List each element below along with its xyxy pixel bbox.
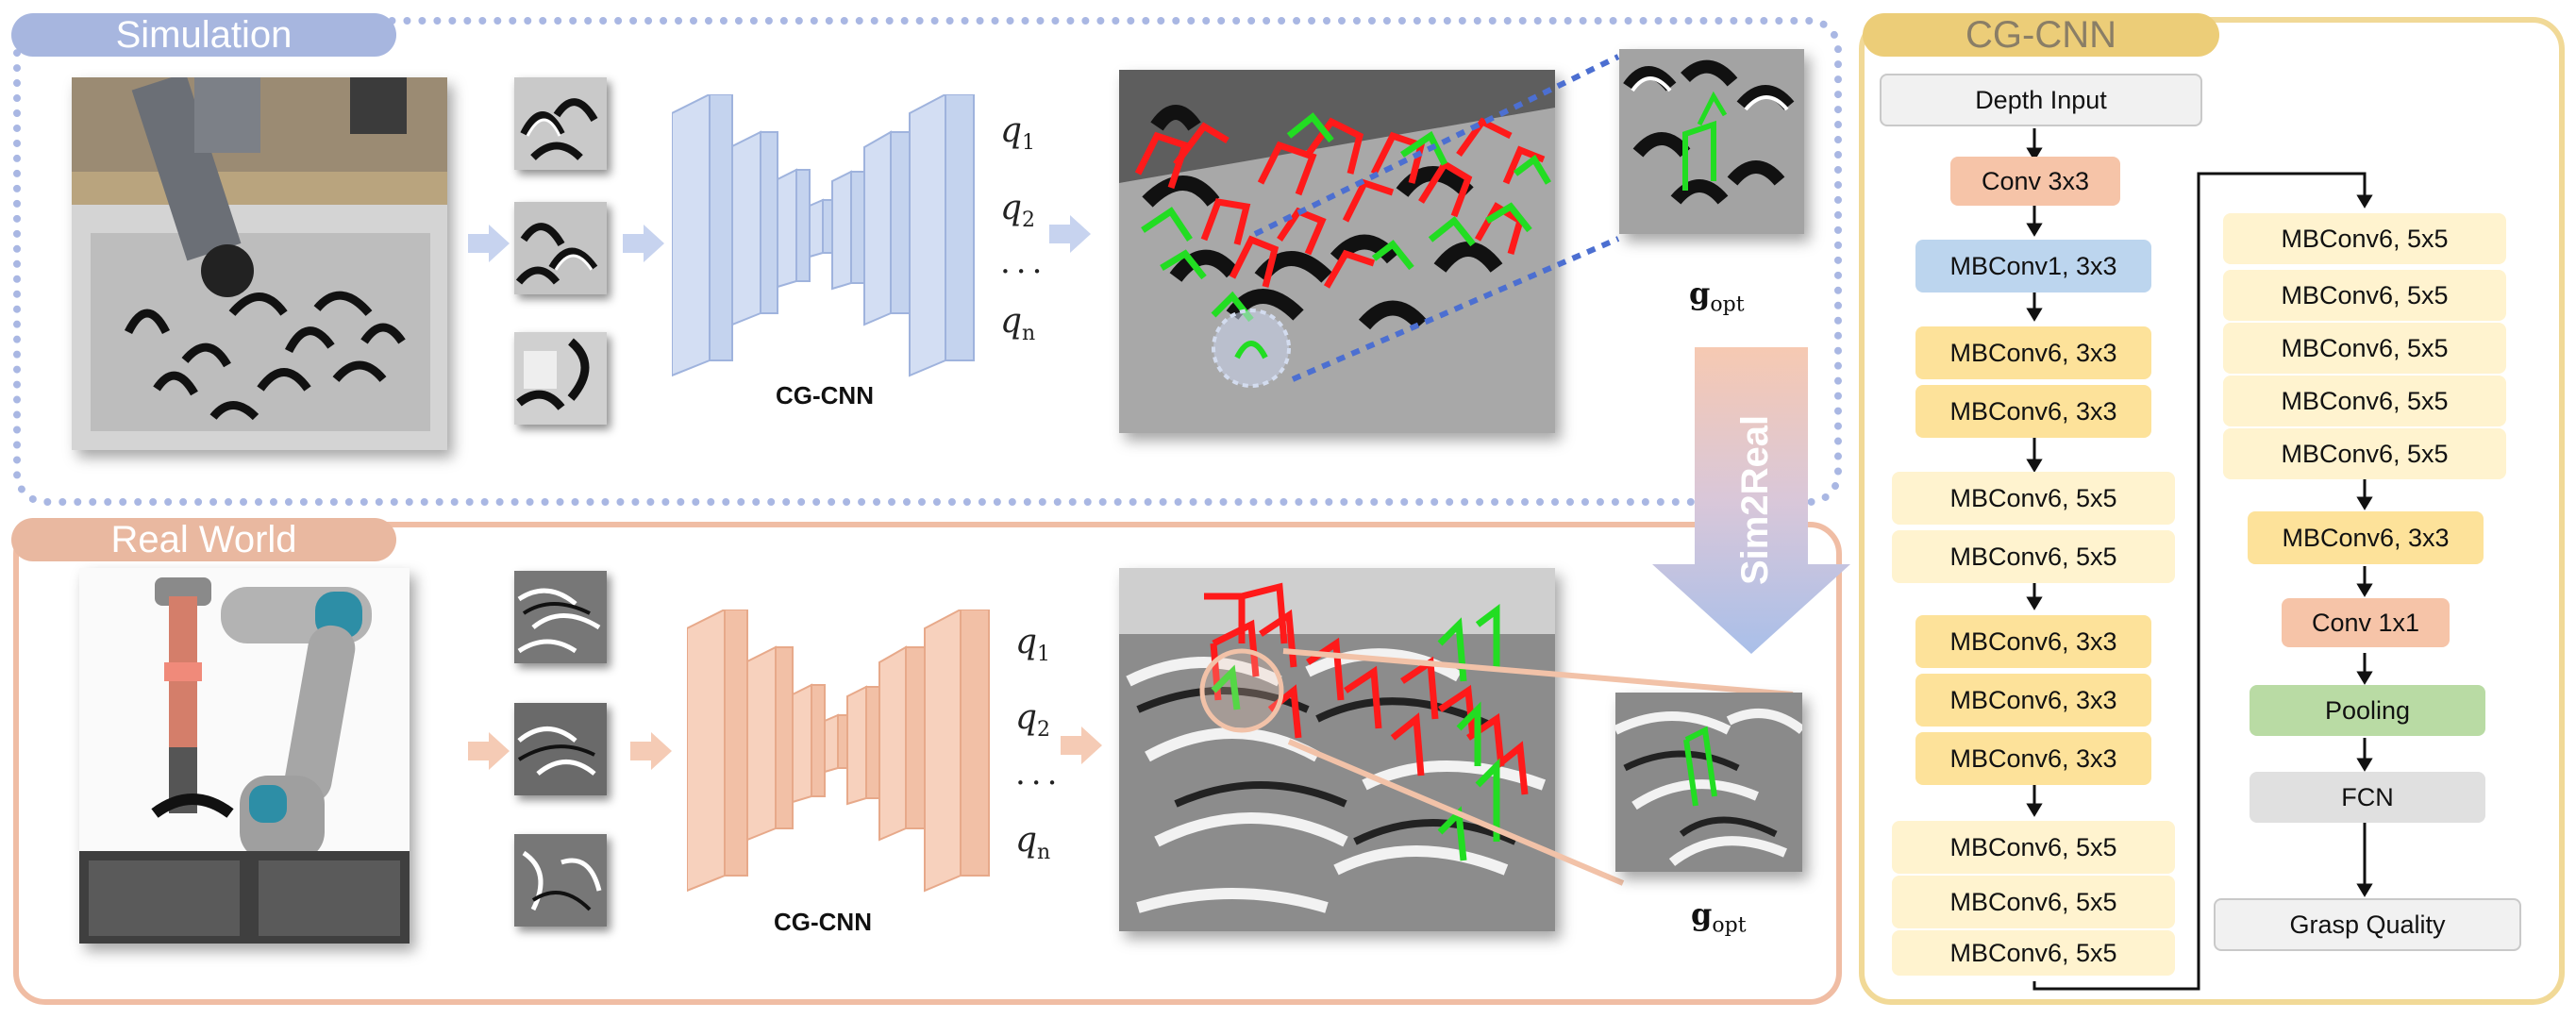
arch-pooling: Pooling (2250, 685, 2485, 736)
real-world-tag: Real World (11, 518, 396, 561)
real-arrow-3 (1061, 727, 1102, 764)
sim-arrow-2 (623, 225, 664, 262)
real-cg-cnn-label: CG-CNN (774, 908, 872, 936)
real-cg-cnn-network-icon (687, 610, 990, 893)
real-output-q1: q1 (1015, 623, 1051, 667)
cg-cnn-tag: CG-CNN (1863, 13, 2219, 57)
simulation-robot-photo (72, 77, 447, 450)
arch-mbconv1-3x3: MBConv1, 3x3 (1915, 240, 2151, 292)
sim-arrow-1 (468, 225, 510, 262)
arch-grasp-quality: Grasp Quality (2214, 898, 2521, 951)
arch-mbconv6-5x5-b2: MBConv6, 5x5 (1892, 530, 2175, 583)
real-world-panel (13, 522, 1842, 1005)
real-robot-photo (79, 568, 410, 944)
sim-gopt-label: gopt (1689, 276, 1745, 317)
arch-mbconv6-3x3-c1: MBConv6, 3x3 (1915, 615, 2151, 668)
sim-arrow-3 (1049, 215, 1091, 253)
arch-fcn: FCN (2250, 772, 2485, 823)
real-patch-3 (514, 834, 607, 927)
arch-depth-input: Depth Input (1880, 74, 2202, 126)
real-gopt-zoom (1615, 693, 1802, 872)
arch-mbconv6-5x5-b1: MBConv6, 5x5 (1892, 472, 2175, 525)
sim-patch-1 (514, 77, 607, 170)
sim-output-dots: ... (1000, 243, 1048, 281)
arch-mbconv6-5x5-e2: MBConv6, 5x5 (2223, 270, 2506, 321)
real-grasp-scene (1119, 568, 1555, 931)
simulation-tag: Simulation (11, 13, 396, 57)
arch-mbconv6-5x5-e4: MBConv6, 5x5 (2223, 376, 2506, 426)
arch-conv-3x3: Conv 3x3 (1950, 157, 2120, 206)
sim2real-arrow (1652, 347, 1850, 654)
arch-mbconv6-5x5-d2: MBConv6, 5x5 (1892, 876, 2175, 928)
real-patch-1 (514, 571, 607, 663)
sim-patch-3 (514, 332, 607, 425)
sim-cg-cnn-label: CG-CNN (776, 381, 874, 409)
arch-mbconv6-5x5-d3: MBConv6, 5x5 (1892, 930, 2175, 976)
sim-output-qn: qn (1000, 302, 1036, 346)
sim-output-q2: q2 (1000, 189, 1036, 233)
sim-patch-2 (514, 202, 607, 294)
sim-gopt-zoom (1619, 49, 1804, 234)
real-arrow-2 (630, 732, 672, 770)
real-patch-2 (514, 703, 607, 795)
arch-mbconv6-3x3-a2: MBConv6, 3x3 (1915, 385, 2151, 438)
sim-zoom-lines (1253, 54, 1620, 382)
real-gopt-label: gopt (1691, 896, 1747, 938)
arch-mbconv6-3x3-a1: MBConv6, 3x3 (1915, 326, 2151, 379)
architecture-connectors (2026, 128, 2373, 991)
sim2real-label: Sim2Real (1734, 414, 1776, 585)
arch-mbconv6-3x3-c2: MBConv6, 3x3 (1915, 674, 2151, 727)
sim-cg-cnn-network-icon (672, 94, 975, 377)
arch-mbconv6-5x5-e3: MBConv6, 5x5 (2223, 323, 2506, 374)
sim-grasp-scene (1119, 70, 1555, 433)
arch-mbconv6-5x5-d1: MBConv6, 5x5 (1892, 821, 2175, 874)
arch-mbconv6-5x5-e5: MBConv6, 5x5 (2223, 428, 2506, 479)
real-output-dots: ... (1015, 755, 1063, 793)
simulation-panel (13, 17, 1842, 506)
real-arrow-1 (468, 732, 510, 770)
arch-mbconv6-3x3-c3: MBConv6, 3x3 (1915, 732, 2151, 785)
arch-mbconv6-5x5-e1: MBConv6, 5x5 (2223, 213, 2506, 264)
arch-mbconv6-3x3-f: MBConv6, 3x3 (2248, 511, 2484, 564)
real-zoom-lines (1282, 648, 1794, 886)
arch-conv-1x1: Conv 1x1 (2282, 598, 2450, 647)
sim-output-q1: q1 (1000, 111, 1036, 156)
real-output-q2: q2 (1015, 698, 1051, 743)
real-output-qn: qn (1015, 821, 1051, 865)
